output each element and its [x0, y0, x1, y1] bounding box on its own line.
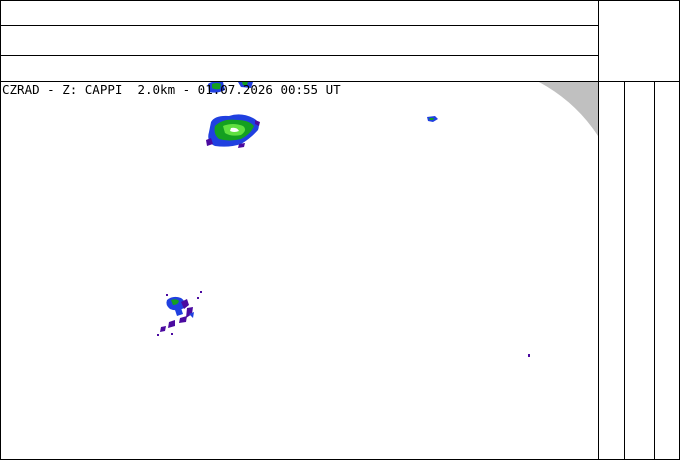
header-side-panel	[599, 1, 679, 81]
header-cell-middle	[1, 26, 598, 55]
radar-echo-layer	[157, 82, 598, 357]
legend-column-divider-2	[654, 81, 655, 460]
radar-map[interactable]	[1, 82, 598, 459]
echo-cluster-north	[206, 114, 260, 148]
header-divider-2	[0, 55, 598, 56]
legend-column-divider-1	[624, 81, 625, 460]
right-panel-divider	[598, 0, 599, 460]
radar-title: CZRAD - Z: CAPPI 2.0km - 01.07.2026 00:5…	[2, 82, 341, 97]
echo-cluster-east	[427, 116, 438, 122]
legend-column-1	[599, 82, 624, 459]
header-divider-3	[0, 81, 680, 82]
header-cell-bottom	[1, 56, 598, 81]
legend-column-2	[625, 82, 654, 459]
out-of-range-area	[539, 82, 598, 136]
header-divider-1	[0, 25, 598, 26]
echo-cluster-top	[208, 82, 253, 93]
header-cell-top	[1, 1, 598, 25]
echo-cluster-southwest	[157, 291, 202, 336]
legend-column-3	[655, 82, 679, 459]
echo-isolated	[528, 354, 530, 357]
